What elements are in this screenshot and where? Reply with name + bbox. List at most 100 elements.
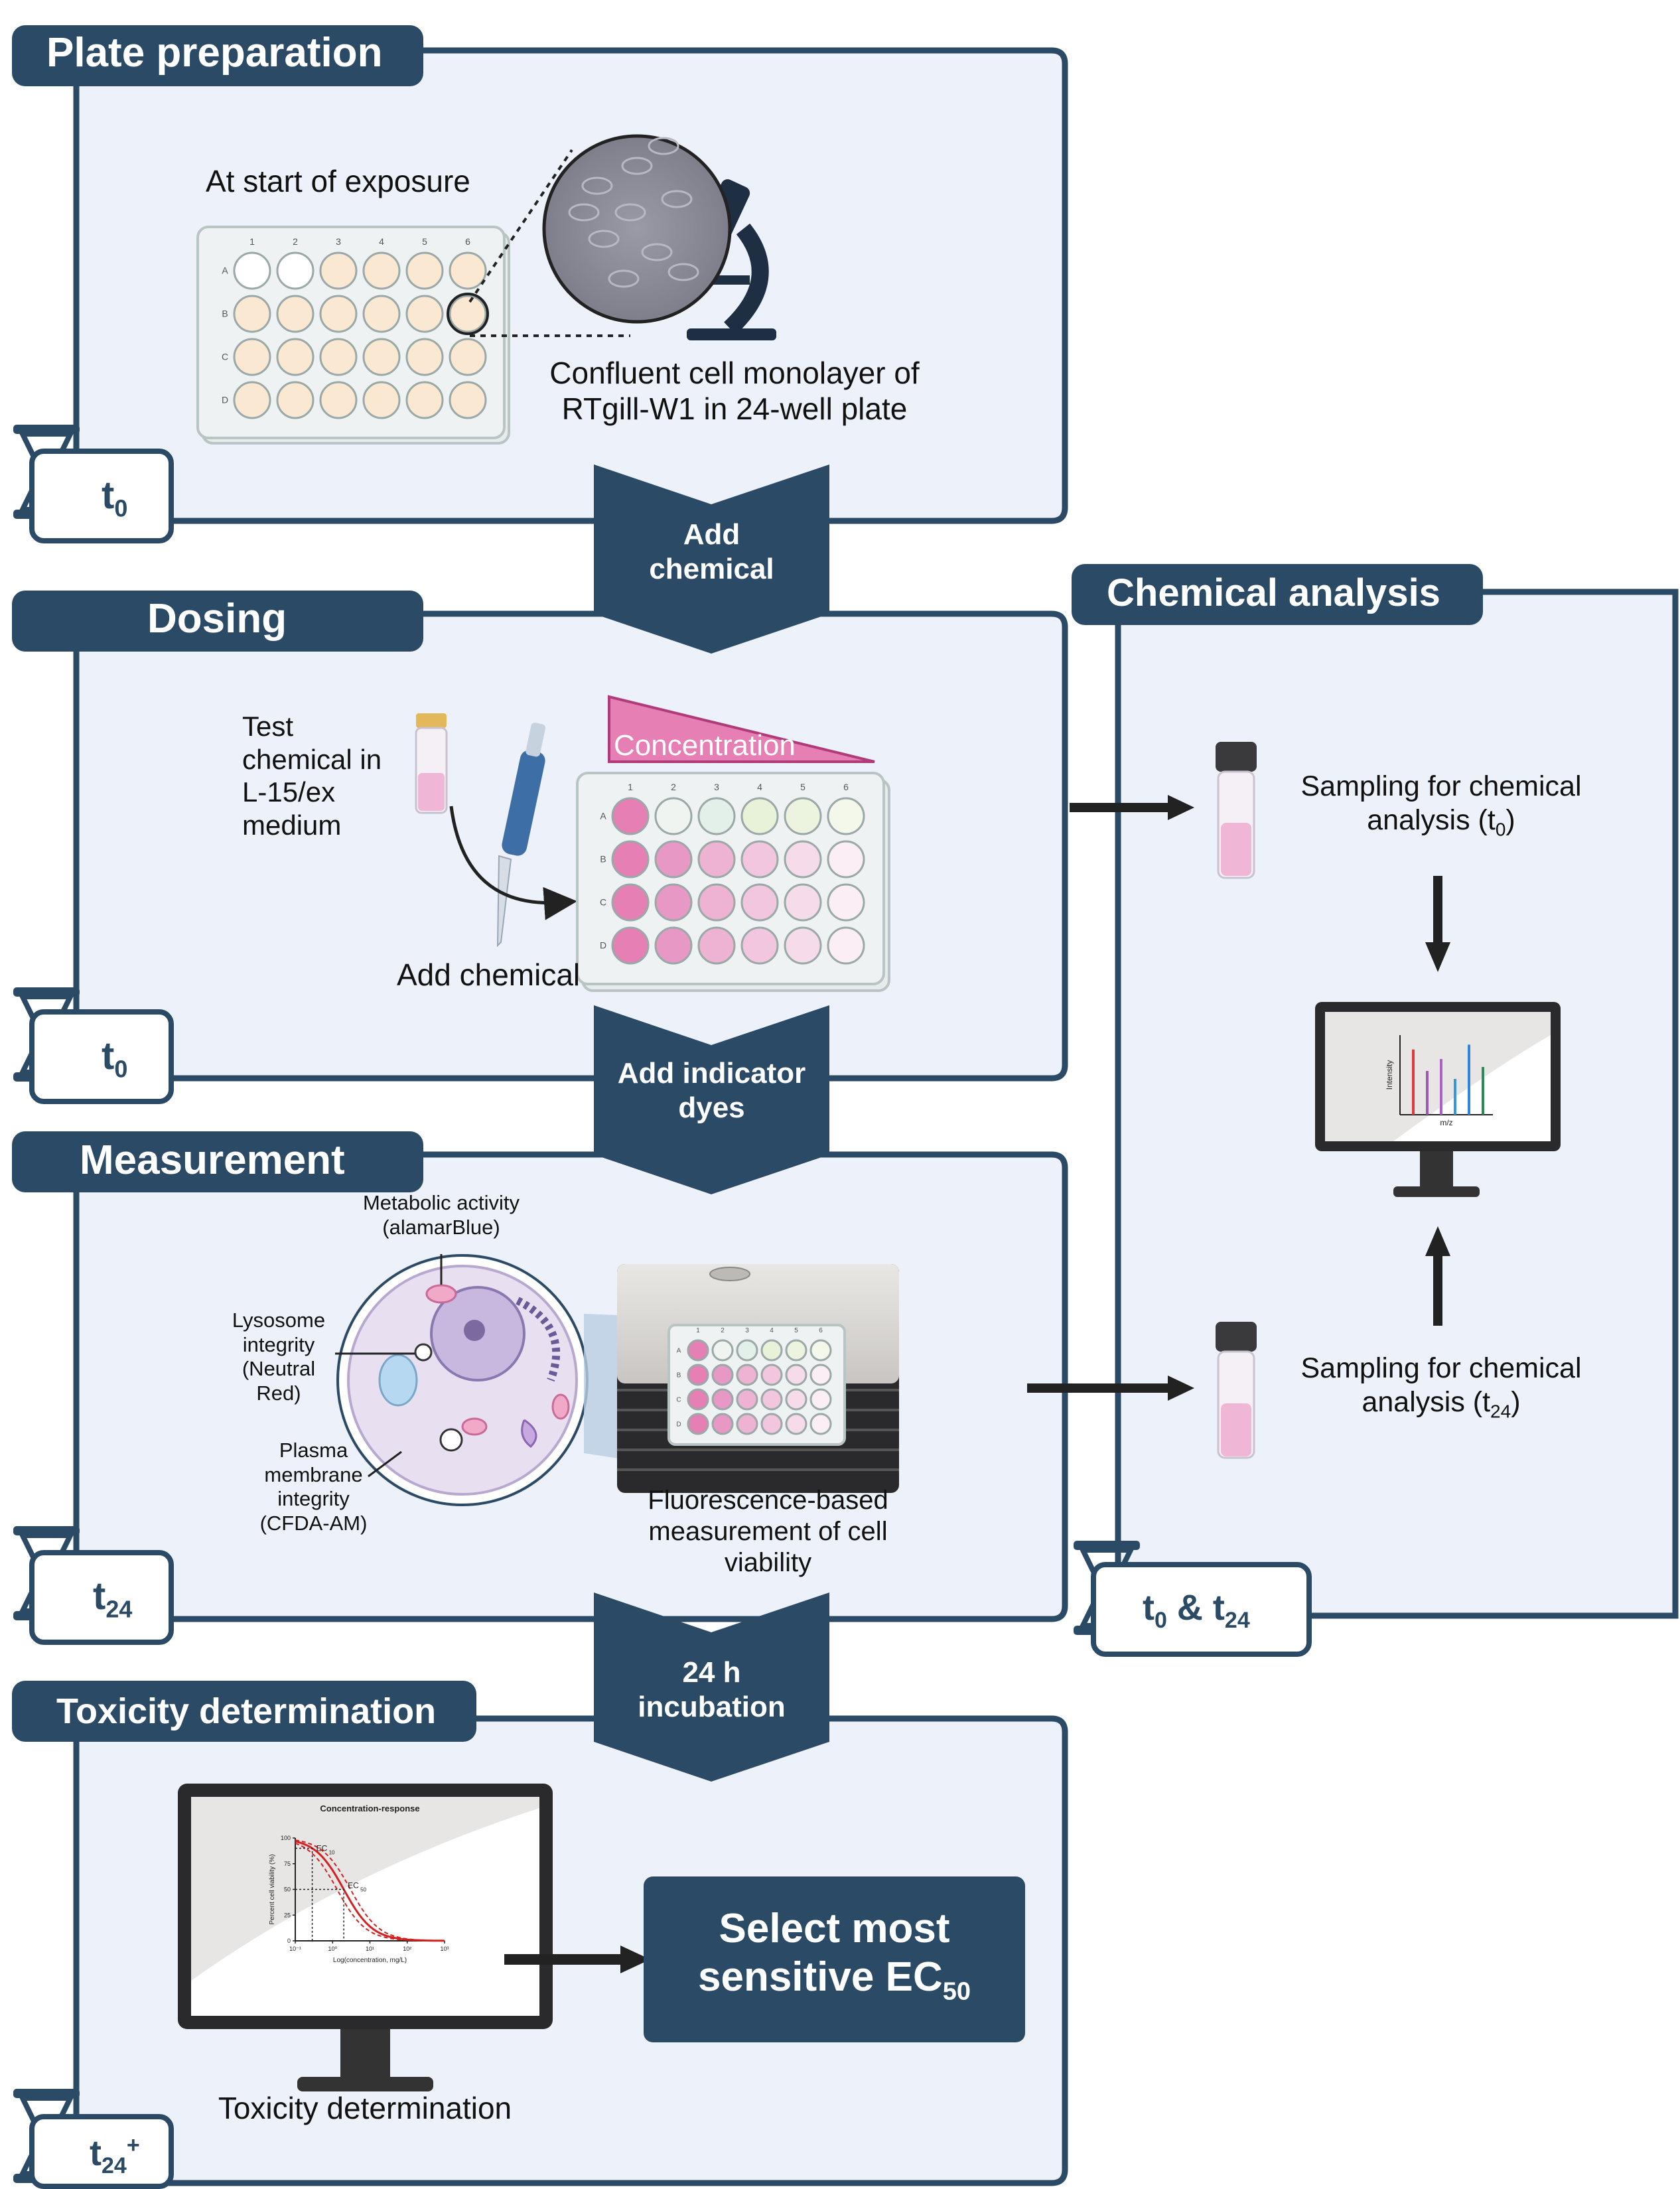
plate-well (711, 1413, 734, 1435)
plate-well (687, 1388, 709, 1411)
plate-row-label: D (600, 940, 606, 951)
plate-col-label: 3 (745, 1327, 749, 1334)
tab-plate-preparation (12, 25, 423, 86)
plate-well (760, 1413, 783, 1435)
plate-row-label: C (600, 897, 606, 908)
plate-well (827, 883, 865, 922)
y-tick-label: 50 (284, 1886, 291, 1893)
label-sampling-t24: Sampling for chemical analysis (t24) (1300, 1352, 1582, 1422)
plate-well (405, 251, 444, 290)
y-tick-label: 25 (284, 1912, 291, 1918)
x-tick-label: 10² (403, 1945, 411, 1952)
cell-outline (648, 137, 679, 155)
select-box (644, 1876, 1025, 2042)
plate-well (319, 295, 358, 333)
plate-well (740, 926, 779, 965)
label-fluorescence: Fluorescence-based measurement of cell v… (648, 1486, 888, 1578)
plate-well (687, 1413, 709, 1435)
plate-well (697, 797, 736, 835)
flow-arrow-add-dyes (594, 1005, 829, 1194)
plate-row-label: A (600, 811, 606, 821)
concentration-wedge (608, 695, 875, 763)
flow-arrows-chemical (1027, 795, 1450, 1401)
x-axis-label: Log(concentration, mg/L) (333, 1957, 407, 1964)
ms-x-label: m/z (1440, 1118, 1452, 1127)
plate-well (784, 883, 822, 922)
plate-well (362, 381, 401, 419)
plate-col-label: 6 (465, 236, 470, 247)
ec50-sub: 50 (360, 1887, 366, 1893)
plate-well (233, 295, 271, 333)
ms-monitor: m/z Intensity (1315, 1002, 1561, 1197)
flow-label-add-dyes: Add indicator dyes (617, 1057, 806, 1124)
plate-well (319, 381, 358, 419)
ec10-guide (295, 1847, 313, 1941)
plate-well (736, 1413, 758, 1435)
plate-well (276, 295, 315, 333)
flow-label-incubation: 24 h incubation (638, 1656, 786, 1723)
y-tick-label: 100 (281, 1835, 291, 1841)
plate-well (449, 338, 487, 376)
plate-col-label: 6 (843, 782, 849, 792)
section-title-chemical-analysis: Chemical analysis (1107, 571, 1440, 614)
time-box-plate (29, 449, 174, 543)
plate-well (405, 295, 444, 333)
plate-well (827, 797, 865, 835)
plate-well (785, 1388, 807, 1411)
plate-row-label: C (222, 352, 228, 362)
plate-col-label: 2 (721, 1327, 725, 1334)
plate-well (760, 1364, 783, 1386)
plate-well (736, 1364, 758, 1386)
time-label-measurement: t24 (93, 1575, 133, 1623)
plate-col-label: 3 (714, 782, 719, 792)
plate-well (362, 295, 401, 333)
plate-row-label: C (676, 1396, 681, 1403)
plate-well (785, 1339, 807, 1362)
plate-well (736, 1339, 758, 1362)
plate-well (711, 1388, 734, 1411)
chart-title: Concentration-response (320, 1803, 419, 1813)
label-metabolic: Metabolic activity (alamarBlue) (362, 1191, 520, 1239)
cell-outline (621, 157, 653, 175)
plate-col-label: 2 (671, 782, 676, 792)
plate-well (809, 1339, 832, 1362)
plate-well (362, 251, 401, 290)
plate-well (785, 1413, 807, 1435)
section-title-measurement: Measurement (80, 1137, 345, 1183)
plate-well (233, 338, 271, 376)
plate-well (654, 883, 693, 922)
highlight-well (447, 293, 489, 335)
test-chemical-vial (415, 713, 448, 814)
cell-outline (581, 177, 613, 195)
label-sampling-t0: Sampling for chemical analysis (t0) (1300, 770, 1582, 840)
time-box-chemical (1091, 1562, 1312, 1657)
cell-texture (568, 137, 699, 288)
plate-well (809, 1413, 832, 1435)
cell-outline (641, 243, 673, 261)
plate-row-label: A (222, 265, 228, 276)
ms-y-label: Intensity (1385, 1060, 1394, 1090)
plate-well (654, 926, 693, 965)
plate-well (654, 840, 693, 879)
plate-col-label: 6 (819, 1327, 823, 1334)
plate-well (362, 338, 401, 376)
label-plasma: Plasma membrane integrity (CFDA-AM) (259, 1439, 368, 1535)
tab-chemical-analysis (1072, 564, 1483, 625)
flow-label-add-chemical: Add chemical (649, 518, 774, 585)
plate-col-label: 1 (696, 1327, 700, 1334)
plate-well (276, 381, 315, 419)
label-add-chemical: Add chemical (397, 957, 581, 992)
y-tick-label: 0 (287, 1938, 291, 1944)
add-chemical-arrow (449, 806, 577, 920)
plate-well (760, 1388, 783, 1411)
plate-well (760, 1339, 783, 1362)
plate-well (611, 883, 650, 922)
plate-well (785, 1364, 807, 1386)
label-at-start: At start of exposure (206, 164, 470, 198)
y-tick-label: 75 (284, 1861, 291, 1867)
plate-well (711, 1364, 734, 1386)
